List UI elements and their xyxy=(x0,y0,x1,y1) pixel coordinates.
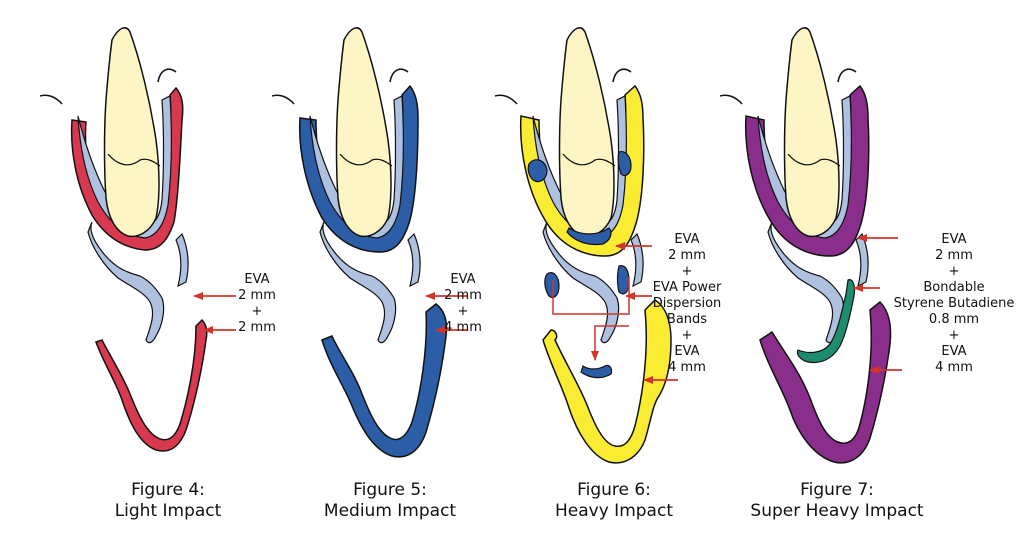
label-line: EVA xyxy=(941,232,967,247)
figure-5-diagram xyxy=(271,27,448,458)
caption-title: Figure 6: xyxy=(577,480,651,500)
figure-4-caption: Figure 4: Light Impact xyxy=(88,480,248,522)
label-line: + xyxy=(948,264,960,279)
label-line: 2 mm xyxy=(668,248,706,263)
label-line: EVA xyxy=(450,272,476,287)
caption-subtitle: Super Heavy Impact xyxy=(750,501,924,521)
label-line: + xyxy=(681,328,693,343)
label-line: 0.8 mm xyxy=(928,312,980,327)
caption-subtitle: Light Impact xyxy=(114,501,222,521)
figure-7-caption: Figure 7: Super Heavy Impact xyxy=(742,480,932,522)
caption-subtitle: Heavy Impact xyxy=(555,501,673,521)
label-line: + xyxy=(948,328,960,343)
label-line: + xyxy=(681,264,693,279)
label-line: + xyxy=(457,304,469,319)
label-line: EVA Power xyxy=(652,280,722,295)
label-line: Styrene Butadiene xyxy=(893,296,1015,311)
caption-title: Figure 5: xyxy=(353,480,427,500)
caption-title: Figure 7: xyxy=(800,480,874,500)
caption-subtitle: Medium Impact xyxy=(323,501,457,521)
label-line: 4 mm xyxy=(668,360,706,375)
figure-4-label: EVA 2 mm + 2 mm xyxy=(232,272,282,336)
label-line: 4 mm xyxy=(935,360,973,375)
label-line: Bands xyxy=(666,312,708,327)
caption-title: Figure 4: xyxy=(131,480,205,500)
label-line: 2 mm xyxy=(238,320,276,335)
figure-7-diagram xyxy=(719,27,892,464)
label-line: EVA xyxy=(244,272,270,287)
label-line: + xyxy=(251,304,263,319)
figure-5-caption: Figure 5: Medium Impact xyxy=(310,480,470,522)
label-line: EVA xyxy=(941,344,967,359)
figure-6-caption: Figure 6: Heavy Impact xyxy=(534,480,694,522)
label-line: Bondable xyxy=(923,280,985,295)
figure-6-diagram xyxy=(494,27,672,464)
figure-7-label: EVA 2 mm + Bondable Styrene Butadiene 0.… xyxy=(884,232,1024,376)
label-line: EVA xyxy=(674,232,700,247)
label-line: 2 mm xyxy=(238,288,276,303)
label-line: 4 mm xyxy=(444,320,482,335)
label-line: EVA xyxy=(674,344,700,359)
figure-5-label: EVA 2 mm + 4 mm xyxy=(438,272,488,336)
label-line: Dispersion xyxy=(652,296,722,311)
label-line: 2 mm xyxy=(444,288,482,303)
figure-4-diagram xyxy=(39,27,236,452)
figure-6-label: EVA 2 mm + EVA Power Dispersion Bands + … xyxy=(652,232,722,376)
label-line: 2 mm xyxy=(935,248,973,263)
